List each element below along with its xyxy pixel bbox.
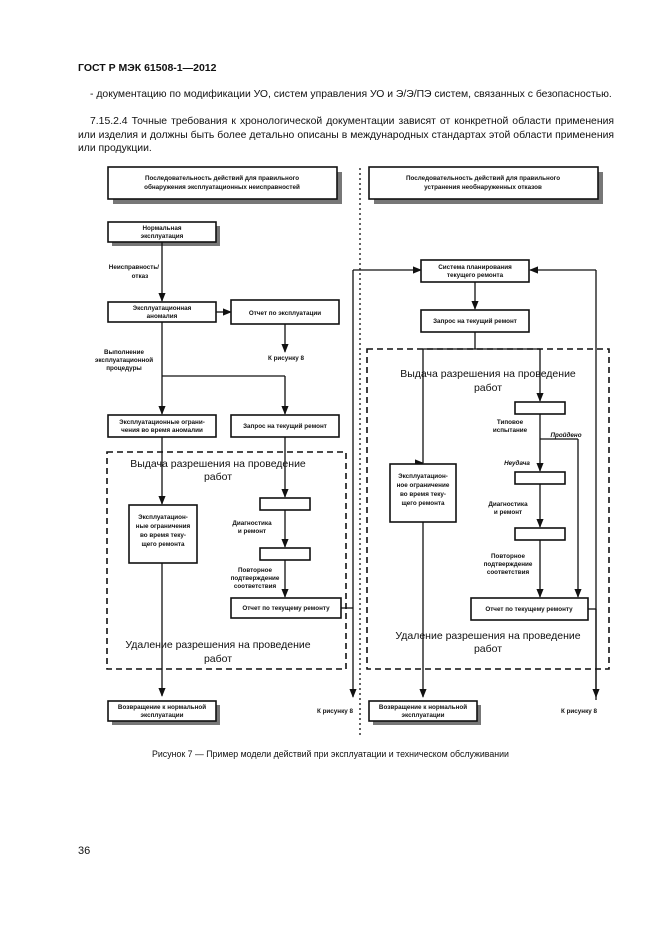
svg-text:щего ремонта: щего ремонта xyxy=(401,500,445,507)
svg-text:Эксплуатацион-: Эксплуатацион- xyxy=(398,473,448,480)
svg-text:Возвращение к нормальной: Возвращение к нормальной xyxy=(118,703,206,711)
left-permit-remove-label: Удаление разрешения на проведение xyxy=(125,639,310,651)
svg-text:эксплуатация: эксплуатация xyxy=(141,233,184,240)
svg-text:Система планирования: Система планирования xyxy=(438,264,512,271)
svg-text:соответствия: соответствия xyxy=(234,583,277,590)
left-permit-issue-label: Выдача разрешения на проведение xyxy=(130,458,306,470)
svg-text:щего ремонта: щего ремонта xyxy=(141,541,185,548)
svg-text:эксплуатации: эксплуатации xyxy=(402,712,445,719)
right-label-fail: Неудача xyxy=(504,459,530,467)
left-step-box-1 xyxy=(259,497,311,511)
svg-text:работ: работ xyxy=(204,653,232,665)
left-label-diagnostics: Диагностика xyxy=(232,520,272,527)
document-header: ГОСТ Р МЭК 61508-1—2012 xyxy=(78,62,217,74)
svg-text:Возвращение к нормальной: Возвращение к нормальной xyxy=(379,703,467,711)
right-label-retest: Повторное xyxy=(491,553,526,560)
svg-text:соответствия: соответствия xyxy=(487,569,530,576)
svg-text:работ: работ xyxy=(204,471,232,483)
svg-text:текущего ремонта: текущего ремонта xyxy=(447,272,504,279)
right-label-diagnostics: Диагностика xyxy=(488,501,528,508)
right-permit-issue-label: Выдача разрешения на проведение xyxy=(400,368,576,380)
left-label-retest: Повторное xyxy=(238,567,273,574)
left-repair-request-box: Запрос на текущий ремонт xyxy=(230,414,340,438)
svg-text:чения во время аномалии: чения во время аномалии xyxy=(121,427,203,434)
svg-text:Запрос на текущий ремонт: Запрос на текущий ремонт xyxy=(433,317,517,325)
svg-text:и ремонт: и ремонт xyxy=(238,528,266,535)
right-restriction-repair-box: Эксплуатацион- ное ограничение во время … xyxy=(389,463,457,523)
svg-text:во время теку-: во время теку- xyxy=(400,491,446,498)
page-number: 36 xyxy=(78,845,91,857)
svg-text:Эксплуатационная: Эксплуатационная xyxy=(133,305,192,312)
left-permit-region xyxy=(106,451,347,670)
svg-text:работ: работ xyxy=(474,643,502,655)
svg-text:эксплуатации: эксплуатации xyxy=(141,712,184,719)
label-procedure: Выполнение xyxy=(104,349,144,356)
right-step-box-3 xyxy=(514,527,566,541)
left-to-fig8-bottom: К рисунку 8 xyxy=(317,708,354,715)
svg-text:и ремонт: и ремонт xyxy=(494,509,522,516)
right-title-box: Последовательность действий для правильн… xyxy=(368,166,603,204)
svg-text:Отчет по текущему ремонту: Отчет по текущему ремонту xyxy=(242,605,330,612)
label-fault-2: отказ xyxy=(132,273,149,280)
svg-text:Последовательность действий дл: Последовательность действий для правильн… xyxy=(406,174,560,182)
svg-text:подтверждение: подтверждение xyxy=(231,575,280,582)
svg-text:ное ограничение: ное ограничение xyxy=(397,482,450,489)
left-operation-report-box: Отчет по эксплуатации xyxy=(230,299,340,325)
svg-text:устранения необнаруженных отка: устранения необнаруженных отказов xyxy=(424,183,542,191)
paragraph-7-15-2-4: 7.15.2.4 Точные требования к хронологиче… xyxy=(78,116,614,155)
left-to-fig8-top: К рисунку 8 xyxy=(268,355,305,362)
svg-text:обнаружения эксплуатационных н: обнаружения эксплуатационных неисправнос… xyxy=(144,183,300,191)
right-repair-report-box: Отчет по текущему ремонту xyxy=(470,597,589,621)
left-restriction-anomaly-box: Эксплуатационные ограни- чения во время … xyxy=(107,414,217,438)
svg-text:подтверждение: подтверждение xyxy=(484,561,533,568)
right-step-box-test xyxy=(514,401,566,415)
svg-text:аномалия: аномалия xyxy=(147,313,178,320)
svg-text:Отчет по текущему ремонту: Отчет по текущему ремонту xyxy=(485,606,573,613)
right-to-fig8: К рисунку 8 xyxy=(561,708,598,715)
right-return-normal-box: Возвращение к нормальной эксплуатации xyxy=(368,700,481,725)
right-label-test: Типовое xyxy=(497,419,524,426)
right-label-pass: Пройдено xyxy=(550,431,581,439)
left-step-box-2 xyxy=(259,547,311,561)
left-normal-operation-box: Нормальная эксплуатация xyxy=(107,221,220,246)
svg-text:Отчет по эксплуатации: Отчет по эксплуатации xyxy=(249,310,321,317)
svg-text:Нормальная: Нормальная xyxy=(142,225,181,232)
svg-text:Эксплуатацион-: Эксплуатацион- xyxy=(138,514,188,521)
left-repair-report-box: Отчет по текущему ремонту xyxy=(230,597,342,619)
svg-text:работ: работ xyxy=(474,382,502,394)
left-restriction-repair-box: Эксплуатацион- ные ограничения во время … xyxy=(128,504,198,564)
right-permit-remove-label: Удаление разрешения на проведение xyxy=(395,630,580,642)
right-planning-box: Система планирования текущего ремонта xyxy=(420,259,530,283)
figure-caption: Рисунок 7 — Пример модели действий при э… xyxy=(152,749,509,759)
left-return-normal-box: Возвращение к нормальной эксплуатации xyxy=(107,700,220,725)
right-repair-request-box: Запрос на текущий ремонт xyxy=(420,309,530,333)
svg-text:Последовательность действий дл: Последовательность действий для правильн… xyxy=(145,174,299,182)
svg-text:процедуры: процедуры xyxy=(106,365,142,372)
svg-text:во время теку-: во время теку- xyxy=(140,532,186,539)
paragraph-modification-docs: - документацию по модификации УО, систем… xyxy=(90,89,612,100)
left-title-box: Последовательность действий для правильн… xyxy=(107,166,342,204)
svg-text:испытание: испытание xyxy=(493,427,528,434)
svg-text:ные ограничения: ные ограничения xyxy=(136,523,191,530)
label-fault: Неисправность/ xyxy=(109,264,159,271)
left-anomaly-box: Эксплуатационная аномалия xyxy=(107,301,217,323)
svg-text:эксплуатационной: эксплуатационной xyxy=(95,356,153,364)
svg-text:Запрос на текущий ремонт: Запрос на текущий ремонт xyxy=(243,422,327,430)
right-step-box-2 xyxy=(514,471,566,485)
svg-text:Эксплуатационные ограни-: Эксплуатационные ограни- xyxy=(119,419,205,426)
